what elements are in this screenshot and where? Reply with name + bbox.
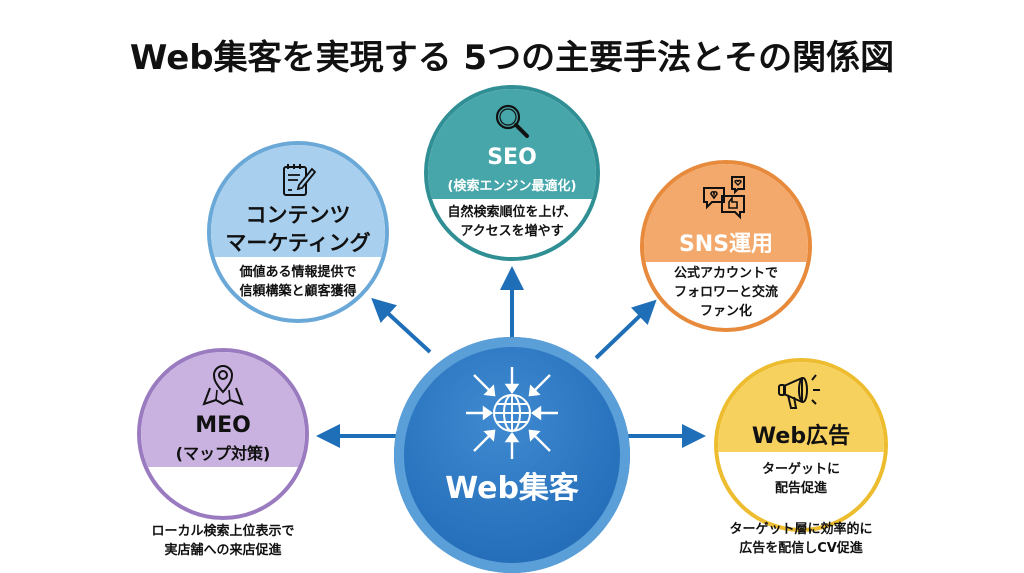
sns-node: SNS運用 公式アカウントで フォロワーと交流 ファン化 [640,160,812,332]
seo-description: 自然検索順位を上げ、 アクセスを増やす [428,203,596,241]
content-desc-line: 信頼構築と顧客獲得 [239,284,357,299]
web-marketing-hub: Web集客 [394,337,630,573]
seo-desc-line: アクセスを増やす [460,224,564,239]
web-ad-node: Web広告 ターゲットに 配告促進 [714,358,888,532]
meo-desc-line: ローカル検索上位表示で [151,524,295,539]
map-pin-icon [202,365,244,406]
notepad-pen-icon [283,164,317,196]
magnifier-icon [495,104,529,138]
ad-desc-line: ターゲットに [761,462,840,477]
ad-outside-desc-line: ターゲット層に効率的に [729,522,873,537]
globe-with-inward-arrows-icon [466,367,558,459]
arrow-to-sns [594,299,657,360]
content-description: 価値ある情報提供で 信頼構築と顧客獲得 [211,263,385,301]
seo-subtitle: (検索エンジン最適化) [447,179,577,194]
meo-name: MEO [195,413,251,438]
seo-node: SEO (検索エンジン最適化) 自然検索順位を上げ、 アクセスを増やす [424,85,600,261]
sns-description: 公式アカウントで フォロワーと交流 ファン化 [644,264,808,321]
chat-bubbles-icon [703,176,745,220]
content-name-line: コンテンツ [245,203,351,227]
page-title: Web集客を実現する 5つの主要手法とその関係図 [129,38,895,78]
content-header [211,145,385,257]
content-desc-line: 価値ある情報提供で [239,265,357,280]
meo-desc-line: 実店舗への来店促進 [164,543,282,558]
arrow-to-content [371,297,432,354]
sns-desc-line: 公式アカウントで [673,266,778,281]
ad-outside-description: ターゲット層に効率的に 広告を配信しCV促進 [698,520,904,558]
seo-desc-line: 自然検索順位を上げ、 [447,205,577,220]
ad-outside-desc-line: 広告を配信しCV促進 [739,541,863,556]
ad-desc-line: 配告促進 [774,481,827,496]
meo-description: ローカル検索上位表示で 実店舗への来店促進 [120,522,326,560]
meo-node: MEO (マップ対策) [137,348,309,520]
ad-description: ターゲットに 配告促進 [718,460,884,498]
meo-subtitle: (マップ対策) [175,444,271,463]
ad-header [718,362,884,452]
hub-label: Web集客 [445,471,579,506]
content-name: コンテンツ マーケティング [211,201,385,257]
ad-name: Web広告 [751,424,851,449]
seo-name: SEO [487,145,537,170]
seo-body [428,199,596,257]
sns-name: SNS運用 [678,232,774,257]
megaphone-icon [778,374,820,409]
sns-desc-line: フォロワーと交流 [673,285,778,300]
sns-desc-line: ファン化 [699,304,752,319]
content-name-line: マーケティング [225,231,371,255]
content-marketing-node: コンテンツ マーケティング 価値ある情報提供で 信頼構築と顧客獲得 [207,141,389,323]
